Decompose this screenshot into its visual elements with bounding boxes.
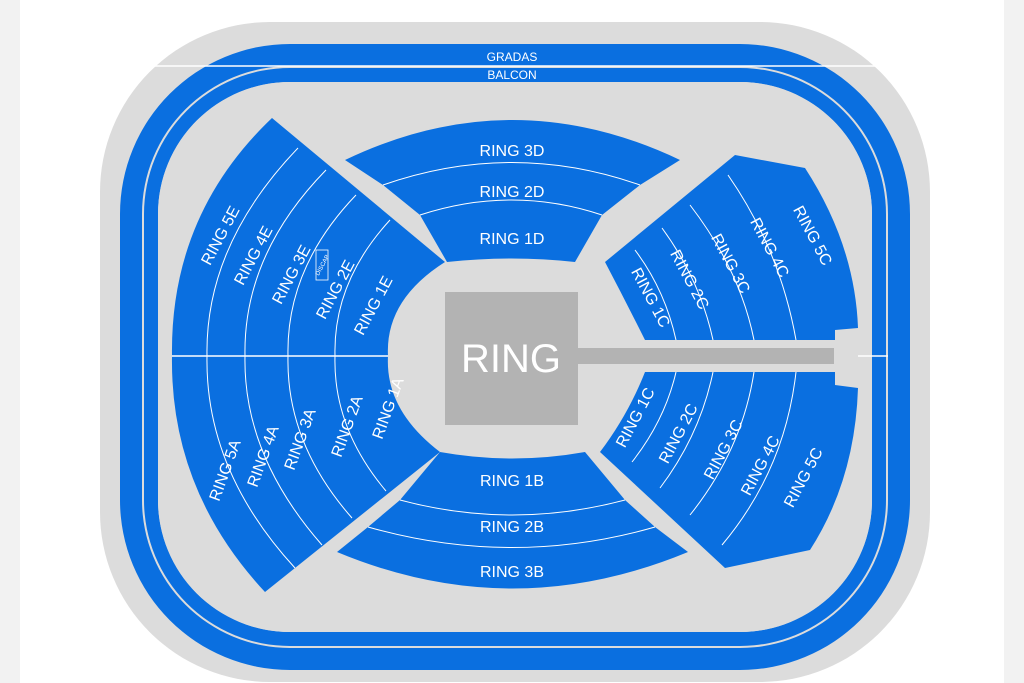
balcon-label: BALCON	[487, 68, 536, 82]
label-ring-3d: RING 3D	[480, 143, 545, 160]
label-ring-1b: RING 1B	[480, 473, 544, 490]
row-line	[727, 174, 797, 341]
stage-label: RING	[461, 337, 561, 381]
label-ring-3b: RING 3B	[480, 564, 544, 581]
row-line	[399, 499, 626, 516]
row-line	[631, 371, 677, 463]
row-line	[661, 227, 714, 341]
section-ring-2d[interactable]	[383, 162, 640, 216]
row-line	[382, 162, 641, 186]
row-line	[689, 371, 755, 516]
section-right-lower-block	[600, 372, 858, 568]
section-ring-3b[interactable]	[337, 527, 688, 589]
row-line	[367, 526, 656, 548]
label-ring-2b: RING 2B	[480, 519, 544, 536]
right-margin	[1004, 0, 1024, 683]
section-right-upper-block	[605, 155, 858, 340]
section-ring-3d[interactable]	[345, 120, 680, 185]
accessible-box	[315, 249, 329, 281]
row-line	[659, 371, 714, 489]
row-line	[721, 371, 797, 546]
row-line	[634, 249, 677, 341]
stage[interactable]	[445, 292, 578, 425]
runway	[578, 348, 834, 364]
section-ring-1b[interactable]	[400, 452, 625, 515]
section-left-block	[171, 118, 445, 592]
left-margin	[0, 0, 20, 683]
row-line	[689, 204, 755, 341]
section-ring-1d[interactable]	[420, 200, 602, 262]
label-ring-2d: RING 2D	[480, 184, 545, 201]
gradas-label: GRADAS	[487, 50, 538, 64]
row-line	[419, 199, 603, 216]
label-ring-1d: RING 1D	[480, 231, 545, 248]
section-ring-2b[interactable]	[368, 500, 655, 548]
